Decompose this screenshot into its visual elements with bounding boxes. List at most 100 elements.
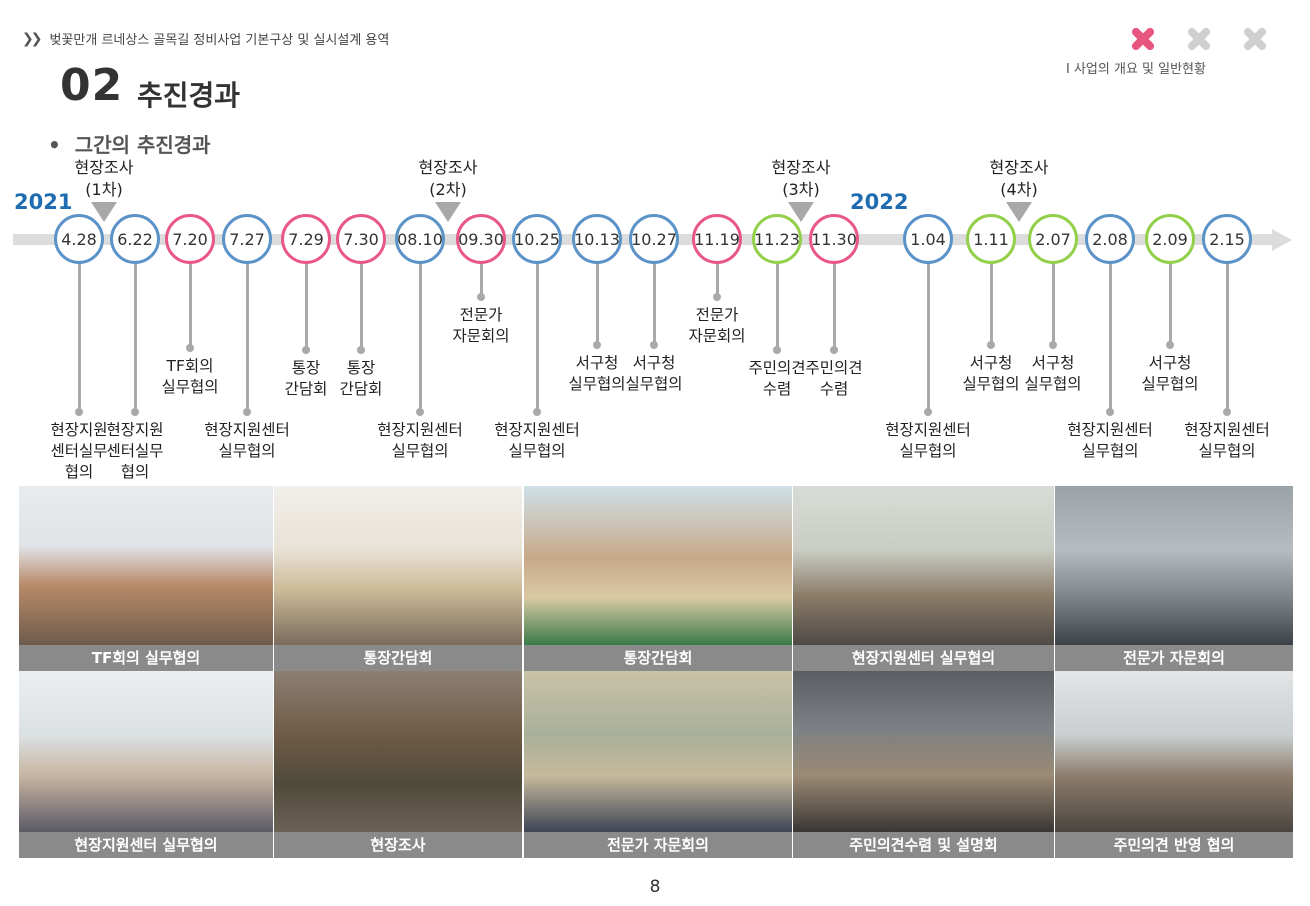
timeline-date-node: 2.09 [1145,214,1195,264]
timeline-date: 11.23 [754,229,800,249]
timeline-event-label: 현장지원 센터실무 협의 [50,421,108,481]
timeline-date: 10.27 [631,229,677,249]
timeline-event-label: 현장지원센터 실무협의 [377,421,463,460]
photo-image [274,486,522,645]
meeting-photo: 주민의견수렴 및 설명회 [793,671,1054,858]
timeline-date-node: 2.08 [1085,214,1135,264]
timeline-date-node: 6.22 [110,214,160,264]
timeline-event-label: TF회의 실무협의 [161,357,219,396]
timeline-event-label: 통장 간담회 [284,359,328,398]
timeline-date: 7.27 [229,229,265,249]
timeline-event-label: 서구청 실무협의 [1141,354,1199,393]
timeline-connector [186,260,194,352]
year-label: 2021 [14,190,73,214]
photo-caption: 주민의견수렴 및 설명회 [793,832,1054,858]
timeline-event-label: 서구청 실무협의 [1024,354,1082,393]
timeline-date-node: 7.20 [165,214,215,264]
timeline-connector [830,260,838,354]
photo-caption: 현장지원센터 실무협의 [793,645,1054,671]
connector-dot [357,346,365,354]
timeline-date: 1.04 [910,229,946,249]
down-triangle-icon [1006,202,1032,222]
timeline-date: 7.20 [172,229,208,249]
meeting-photo: 통장간담회 [524,486,792,671]
timeline-date-node: 08.10 [395,214,445,264]
timeline-date-node: 11.23 [752,214,802,264]
meeting-photo: 현장조사 [274,671,522,858]
page-number: 8 [649,877,661,897]
timeline-event-label: 현장지원센터 실무협의 [885,421,971,460]
timeline-connector [477,260,485,301]
timeline-date: 2.09 [1152,229,1188,249]
section-label: I 사업의 개요 및 일반현황 [1066,62,1206,77]
timeline-connector [593,260,601,349]
connector-dot [1223,408,1231,416]
timeline-date: 09.30 [458,229,504,249]
timeline-date-node: 10.13 [572,214,622,264]
project-title-text: 벚꽃만개 르네상스 골목길 정비사업 기본구상 및 실시설계 용역 [49,33,390,48]
timeline-connector [924,260,932,416]
timeline-connector [75,260,83,416]
timeline-connector [416,260,424,416]
timeline-date-node: 7.29 [281,214,331,264]
photo-caption: 전문가 자문회의 [1055,645,1293,671]
pink-cross-icon [1130,26,1156,52]
connector-dot [1166,341,1174,349]
timeline-date: 10.13 [574,229,620,249]
timeline-event-label: 현장지원센터 실무협의 [204,421,290,460]
grey-cross-icon [1242,26,1268,52]
timeline-date-node: 10.27 [629,214,679,264]
site-survey-label: 현장조사 (1차) [74,158,134,199]
photo-caption: 현장조사 [274,832,522,858]
photo-image [793,671,1054,832]
timeline-event-label: 서구청 실무협의 [962,354,1020,393]
chapter-title: 추진경과 [137,79,241,112]
timeline-event-label: 현장지원센터 실무협의 [1067,421,1153,460]
timeline-date-node: 4.28 [54,214,104,264]
subtitle-text: 그간의 추진경과 [74,133,211,157]
meeting-photo: 통장간담회 [274,486,522,671]
timeline-date-node: 09.30 [456,214,506,264]
timeline-connector [131,260,139,416]
photo-caption: TF회의 실무협의 [19,645,273,671]
photo-caption: 주민의견 반영 협의 [1055,832,1293,858]
photo-image [19,671,273,832]
timeline-date: 1.11 [973,229,1009,249]
photo-image [274,671,522,832]
decorative-marks [1130,26,1268,52]
connector-dot [1049,341,1057,349]
photo-image [1055,486,1293,645]
timeline-date: 7.30 [343,229,379,249]
connector-dot [477,293,485,301]
timeline-date: 4.28 [61,229,97,249]
meeting-photo: 전문가 자문회의 [524,671,792,858]
timeline-date-node: 7.30 [336,214,386,264]
timeline-date: 2.08 [1092,229,1128,249]
timeline-connector [357,260,365,354]
photo-caption: 전문가 자문회의 [524,832,792,858]
connector-dot [243,408,251,416]
photo-image [524,671,792,832]
timeline-event-label: 현장지원 센터실무 협의 [106,421,164,481]
connector-dot [830,346,838,354]
timeline-date-node: 7.27 [222,214,272,264]
site-survey-label: 현장조사 (4차) [989,158,1049,199]
timeline-event-label: 전문가 자문회의 [688,306,746,345]
timeline-event-label: 통장 간담회 [339,359,383,398]
timeline-connector [650,260,658,349]
connector-dot [75,408,83,416]
timeline-connector [243,260,251,416]
down-triangle-icon [91,202,117,222]
photo-caption: 통장간담회 [524,645,792,671]
timeline-date-node: 1.04 [903,214,953,264]
timeline-connector [987,260,995,349]
meeting-photo: 현장지원센터 실무협의 [19,671,273,858]
chapter-number: 02 [60,60,124,111]
timeline-event-label: 현장지원센터 실무협의 [1184,421,1270,460]
site-survey-label: 현장조사 (3차) [771,158,831,199]
year-label: 2022 [850,190,909,214]
connector-dot [131,408,139,416]
timeline-connector [1049,260,1057,349]
photo-image [1055,671,1293,832]
connector-dot [186,344,194,352]
